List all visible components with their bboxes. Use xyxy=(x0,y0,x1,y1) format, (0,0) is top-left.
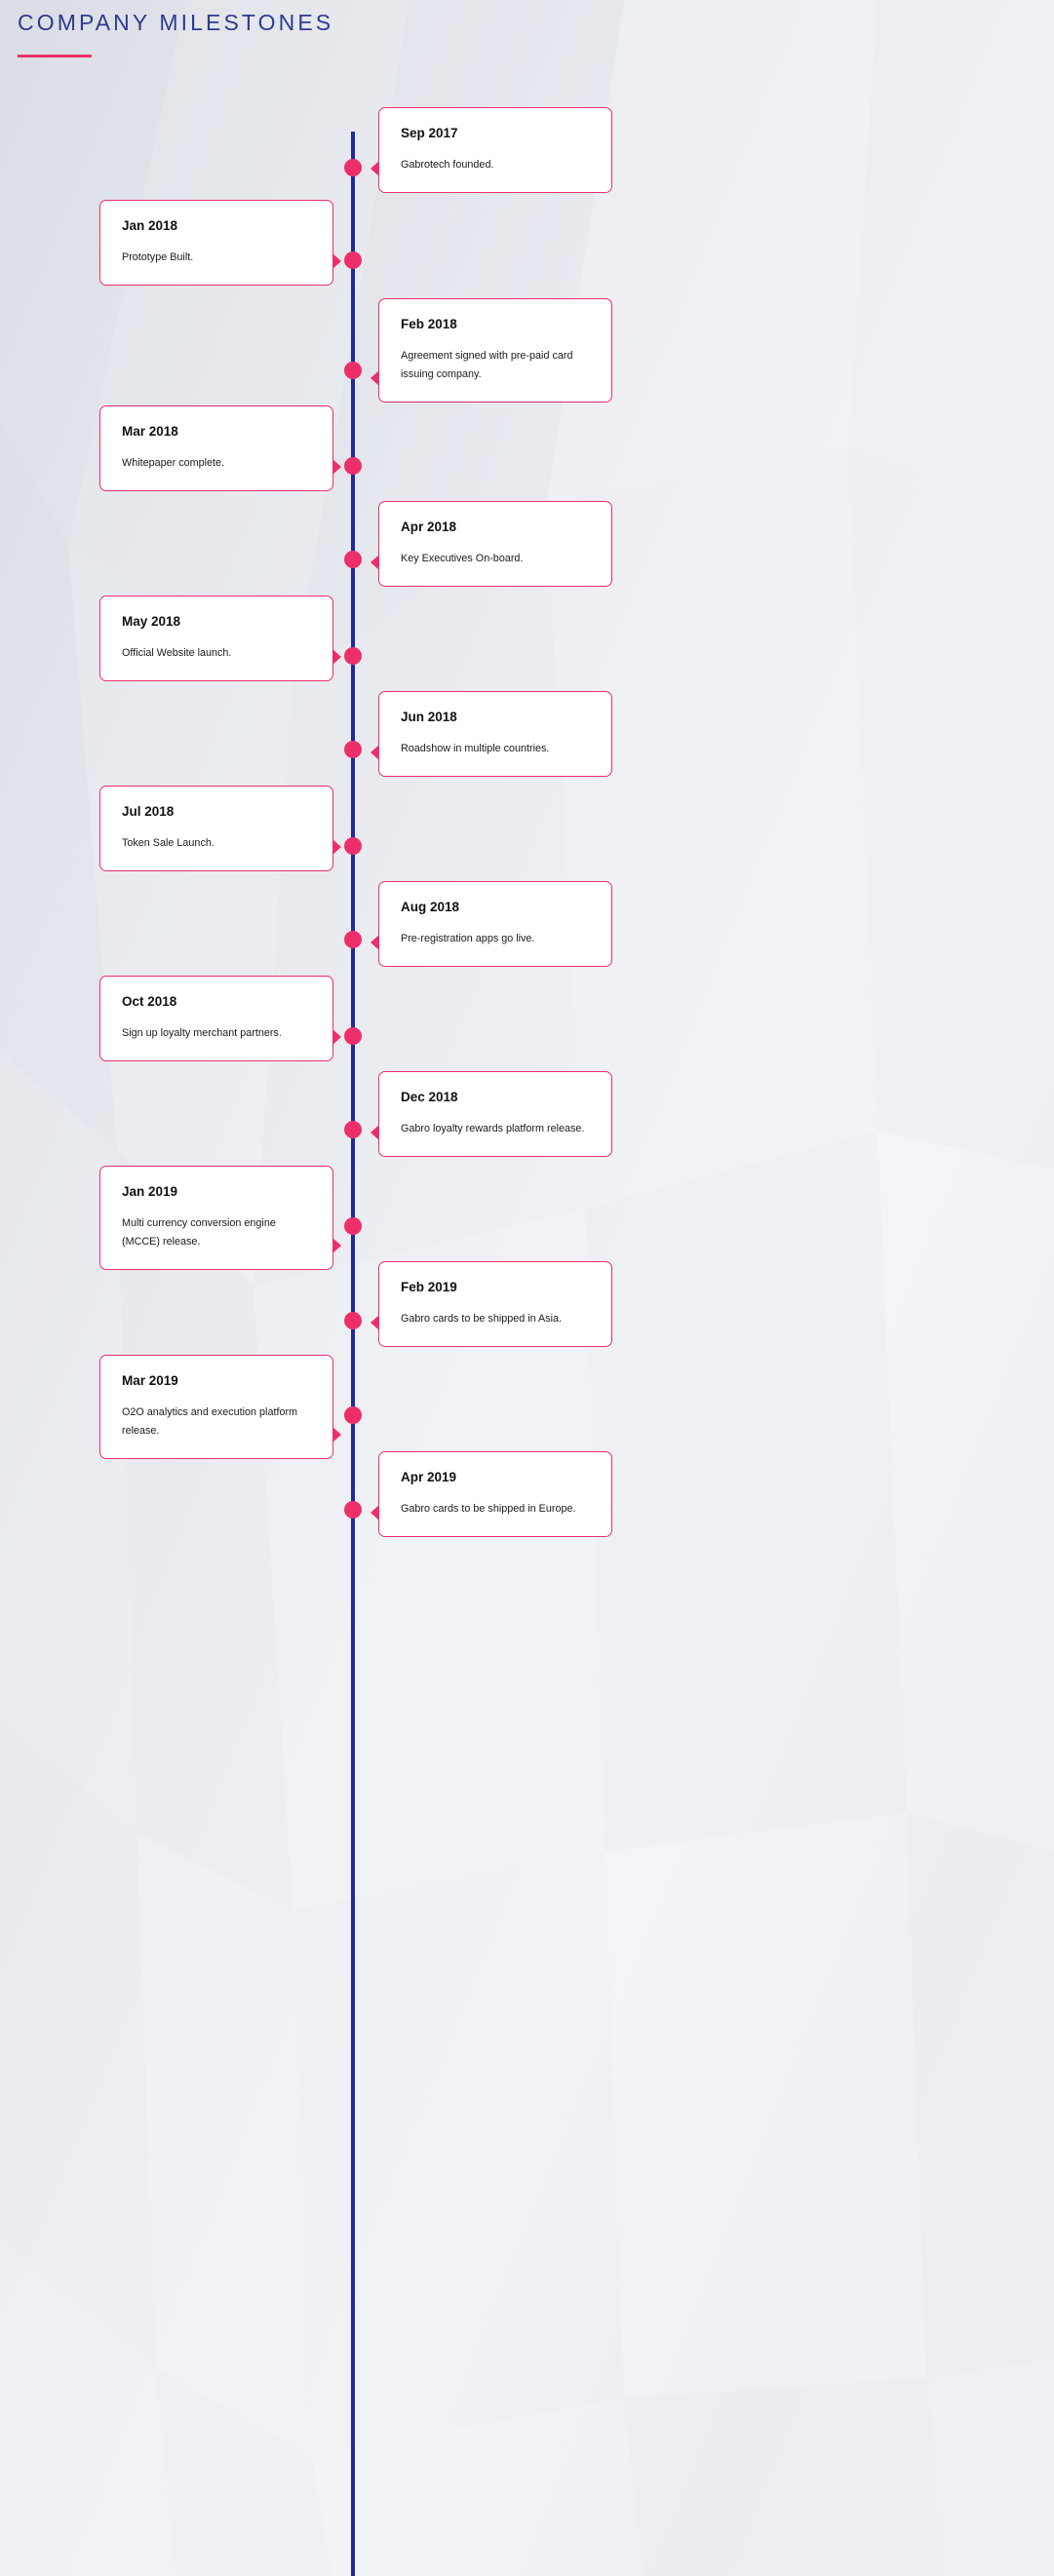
timeline-spine xyxy=(351,132,355,2576)
milestone-description: Gabro cards to be shipped in Asia. xyxy=(401,1312,563,1325)
milestone-description: Gabrotech founded. xyxy=(401,158,494,171)
timeline-dot-icon xyxy=(344,1406,362,1424)
milestone-description: Pre-registration apps go live. xyxy=(401,932,535,944)
milestone-date: Aug 2018 xyxy=(401,900,460,914)
card-pointer-arrow-icon xyxy=(371,1124,379,1140)
card-pointer-arrow-icon xyxy=(332,1237,341,1253)
card-pointer-arrow-icon xyxy=(371,1314,379,1330)
timeline-dot-icon xyxy=(344,1217,362,1235)
milestone-description: Agreement signed with pre-paid card issu… xyxy=(401,349,573,380)
milestone-description: Gabro cards to be shipped in Europe. xyxy=(401,1502,576,1515)
card-pointer-arrow-icon xyxy=(332,648,341,665)
card-pointer-arrow-icon xyxy=(371,160,379,176)
timeline-dot-icon xyxy=(344,457,362,475)
timeline-dot-icon xyxy=(344,647,362,665)
page-title: COMPANY MILESTONES xyxy=(18,10,334,35)
timeline-dot-icon xyxy=(344,837,362,855)
timeline-dot-icon xyxy=(344,931,362,948)
card-pointer-arrow-icon xyxy=(371,554,379,570)
card-pointer-arrow-icon xyxy=(371,1504,379,1520)
milestone-description: Official Website launch. xyxy=(122,646,232,659)
card-pointer-arrow-icon xyxy=(332,458,341,475)
timeline-dot-icon xyxy=(344,362,362,379)
card-pointer-arrow-icon xyxy=(371,744,379,760)
milestone-date: Apr 2019 xyxy=(401,1470,457,1484)
milestone-description: Key Executives On-board. xyxy=(401,552,524,564)
timeline-dot-icon xyxy=(344,1501,362,1519)
milestone-date: Jul 2018 xyxy=(122,804,175,819)
milestone-date: Jun 2018 xyxy=(401,710,457,724)
milestone-description: O2O analytics and execution platform rel… xyxy=(122,1405,298,1437)
milestone-date: Feb 2019 xyxy=(401,1280,457,1294)
milestone-description: Gabro loyalty rewards platform release. xyxy=(401,1122,585,1134)
milestone-date: Oct 2018 xyxy=(122,994,177,1009)
card-pointer-arrow-icon xyxy=(332,1028,341,1045)
milestone-date: Mar 2018 xyxy=(122,424,178,439)
title-underline-rule xyxy=(18,54,92,58)
header: COMPANY MILESTONES xyxy=(18,10,622,58)
card-pointer-arrow-icon xyxy=(371,369,379,386)
card-pointer-arrow-icon xyxy=(332,838,341,855)
timeline-dot-icon xyxy=(344,251,362,269)
milestone-date: Jan 2019 xyxy=(122,1184,178,1199)
milestone-date: Feb 2018 xyxy=(401,317,457,331)
timeline-dot-icon xyxy=(344,1121,362,1138)
milestone-description: Token Sale Launch. xyxy=(122,836,215,849)
milestone-description: Roadshow in multiple countries. xyxy=(401,742,550,754)
milestone-date: Jan 2018 xyxy=(122,218,178,233)
milestone-date: Sep 2017 xyxy=(401,126,458,140)
card-pointer-arrow-icon xyxy=(332,1426,341,1442)
card-pointer-arrow-icon xyxy=(332,252,341,269)
timeline-dot-icon xyxy=(344,1312,362,1329)
timeline-dot-icon xyxy=(344,159,362,176)
milestone-description: Multi currency conversion engine (MCCE) … xyxy=(122,1216,276,1248)
milestone-date: May 2018 xyxy=(122,614,181,629)
milestone-description: Sign up loyalty merchant partners. xyxy=(122,1026,282,1039)
milestone-date: Dec 2018 xyxy=(401,1090,458,1104)
timeline-dot-icon xyxy=(344,551,362,568)
milestone-description: Whitepaper complete. xyxy=(122,456,225,469)
milestone-date: Apr 2018 xyxy=(401,519,457,534)
milestone-description: Prototype Built. xyxy=(122,250,194,263)
milestone-date: Mar 2019 xyxy=(122,1373,178,1388)
card-pointer-arrow-icon xyxy=(371,934,379,950)
timeline-dot-icon xyxy=(344,1027,362,1045)
timeline-dot-icon xyxy=(344,741,362,758)
